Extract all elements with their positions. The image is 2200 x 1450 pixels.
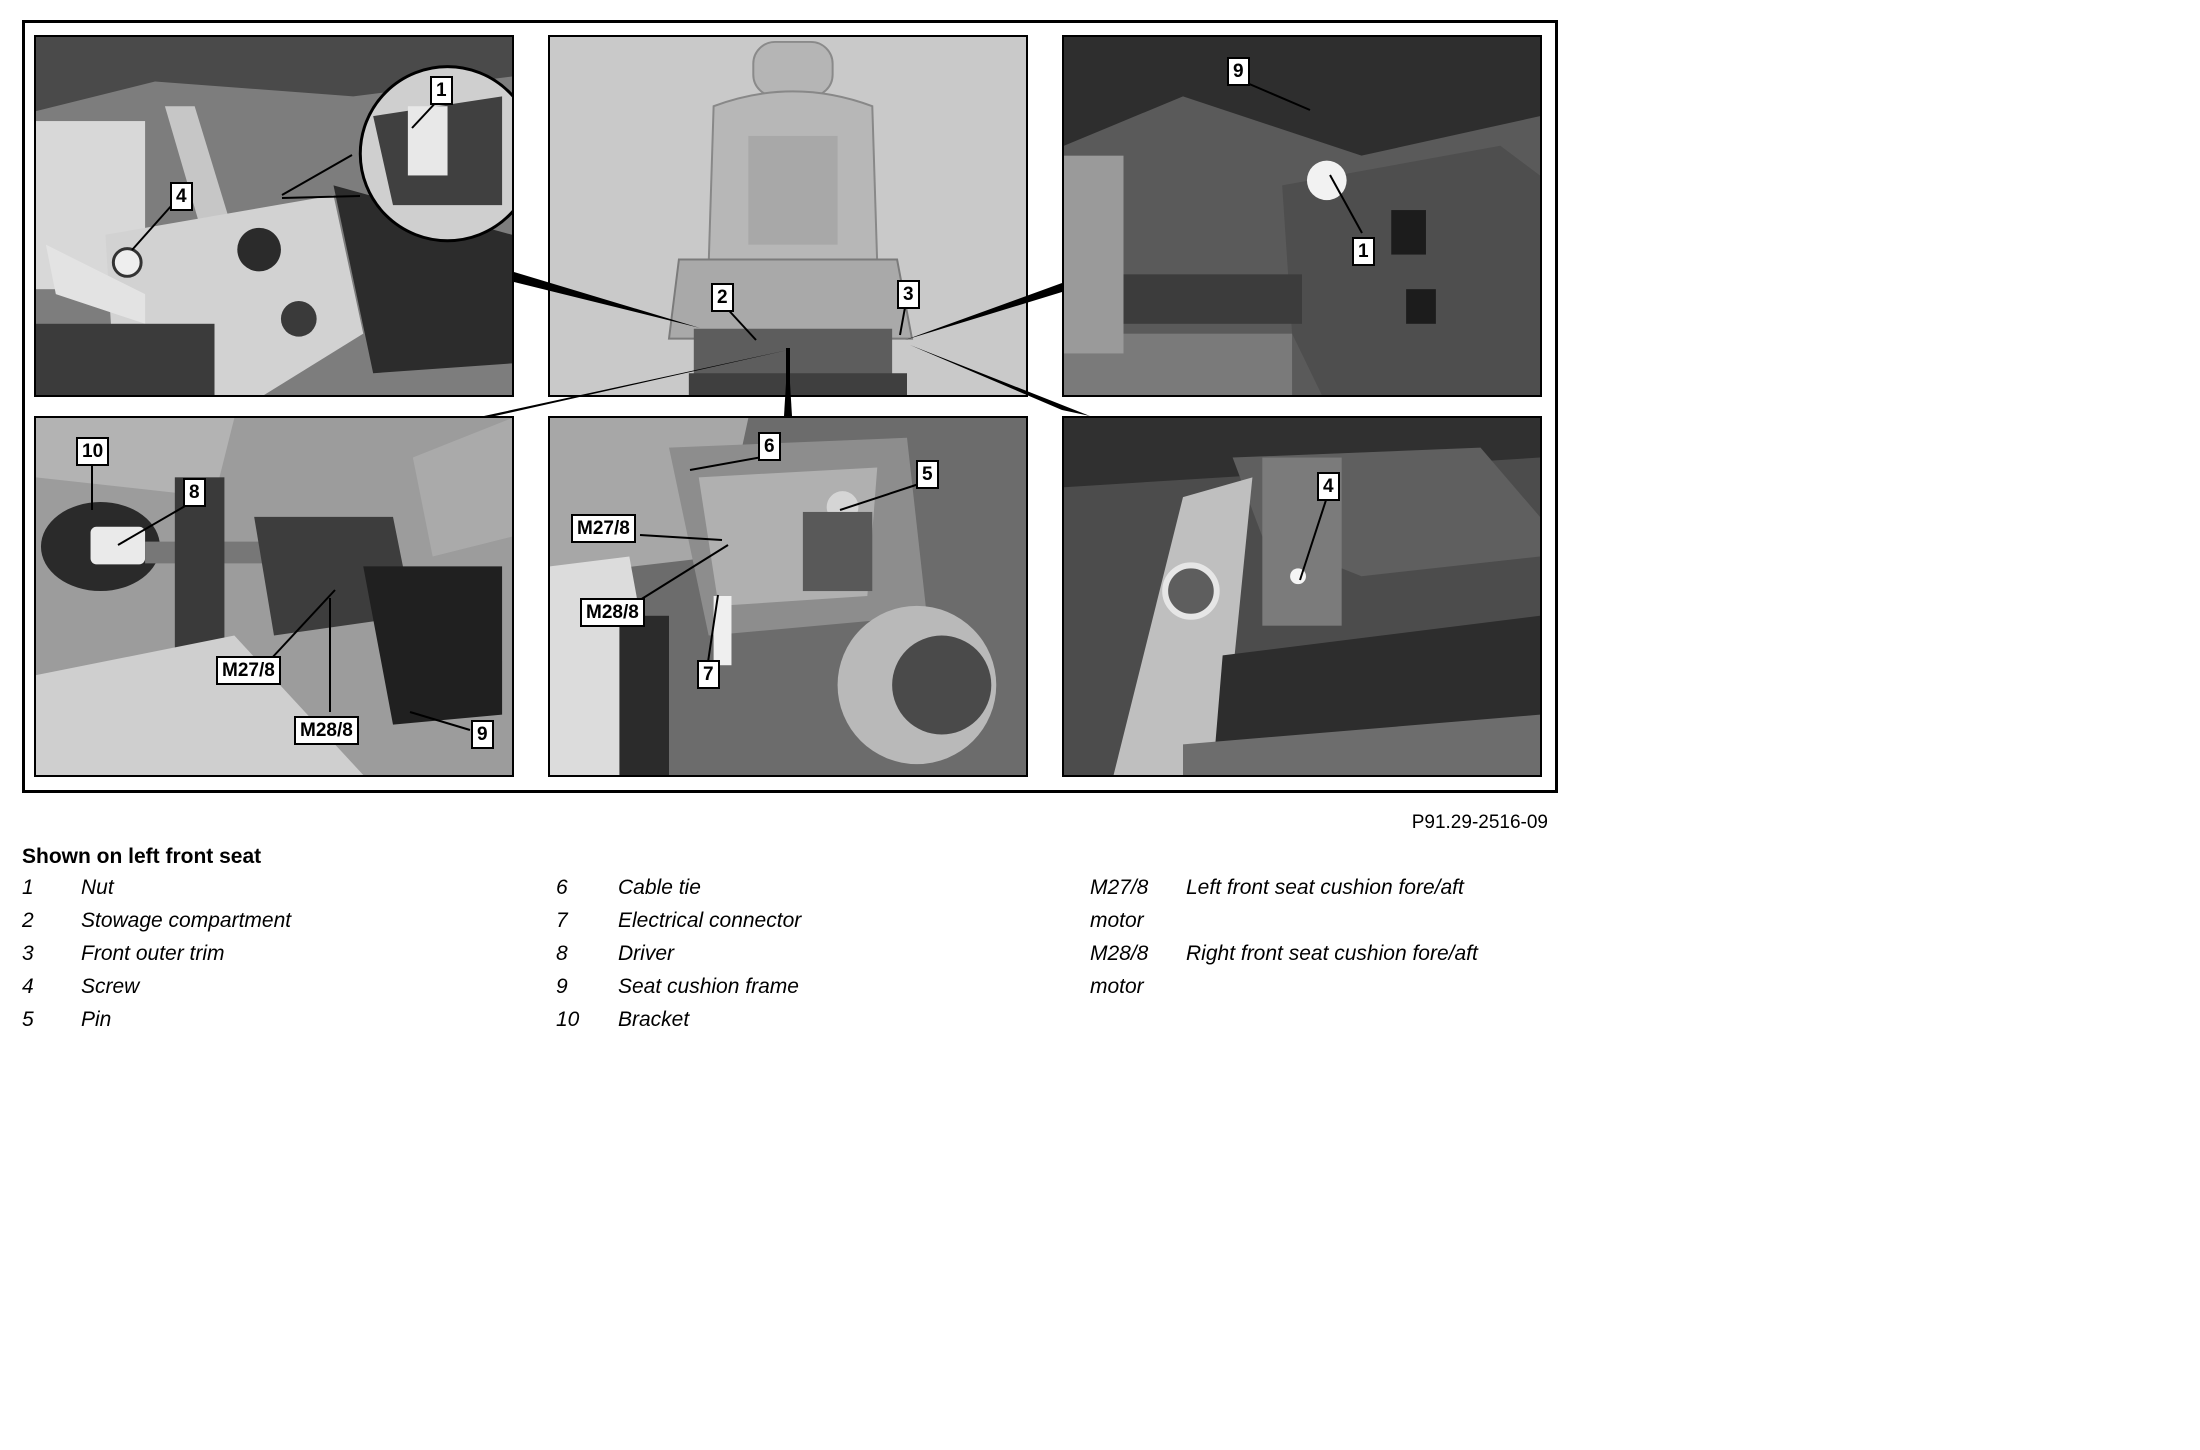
photo-motors-bottom-center — [548, 416, 1028, 777]
legend-column-2: 6 Cable tie 7 Electrical connector 8 Driver… — [556, 876, 1056, 1041]
callout-9-panel4: 9 — [471, 720, 494, 749]
legend-text: Nut — [81, 876, 114, 899]
legend-item-continuation: motor — [1090, 909, 1560, 942]
legend-number: 9 — [556, 975, 568, 998]
legend-text: Screw — [81, 975, 140, 998]
legend-item: 3 Front outer trim — [22, 942, 522, 975]
legend-text: Front outer trim — [81, 942, 225, 965]
callout-7-panel5: 7 — [697, 660, 720, 689]
legend-item: 4 Screw — [22, 975, 522, 1008]
callout-m28-8-panel5: M28/8 — [580, 598, 645, 627]
callout-10-panel4: 10 — [76, 437, 110, 466]
legend-number: M28/8 — [1090, 942, 1149, 965]
legend-text: Pin — [81, 1008, 112, 1031]
legend-item: 1 Nut — [22, 876, 522, 909]
callout-m28-8-panel4: M28/8 — [294, 716, 359, 745]
legend-text: Stowage compartment — [81, 909, 292, 932]
legend-number: 7 — [556, 909, 568, 932]
legend-number: 5 — [22, 1008, 34, 1031]
photo-seat-overview — [548, 35, 1028, 397]
legend-text: Driver — [618, 942, 674, 965]
legend-item: 8 Driver — [556, 942, 1056, 975]
legend-item: M28/8 Right front seat cushion fore/aft — [1090, 942, 1560, 975]
legend-item: 6 Cable tie — [556, 876, 1056, 909]
figure-reference-number: P91.29-2516-09 — [1411, 812, 1548, 833]
legend-text: Right front seat cushion fore/aft — [1186, 942, 1478, 965]
legend-number: 10 — [556, 1008, 580, 1031]
legend-item: 5 Pin — [22, 1008, 522, 1041]
legend-item: 7 Electrical connector — [556, 909, 1056, 942]
legend-item: 9 Seat cushion frame — [556, 975, 1056, 1008]
legend-text: Bracket — [618, 1008, 690, 1031]
legend-item: 2 Stowage compartment — [22, 909, 522, 942]
legend-column-1: 1 Nut 2 Stowage compartment 3 Front outer t… — [22, 876, 522, 1041]
legend-number: 1 — [22, 876, 34, 899]
callout-1-panel3: 1 — [1352, 237, 1375, 266]
photo-driver-bottom-left — [34, 416, 514, 777]
legend-text: Seat cushion frame — [618, 975, 799, 998]
legend-column-3: M27/8 Left front seat cushion fore/aft mo… — [1090, 876, 1560, 1008]
legend-number: 3 — [22, 942, 34, 965]
legend-text: motor — [1090, 975, 1144, 998]
callout-9-panel3: 9 — [1227, 57, 1250, 86]
callout-5-panel5: 5 — [916, 460, 939, 489]
photo-motor-bracket-top-left — [34, 35, 514, 397]
photo-screw-bottom-right — [1062, 416, 1542, 777]
legend-text: Cable tie — [618, 876, 701, 899]
legend-item: 10 Bracket — [556, 1008, 1056, 1041]
legend-text: Electrical connector — [618, 909, 802, 932]
legend-text: Left front seat cushion fore/aft — [1186, 876, 1464, 899]
callout-4-panel6: 4 — [1317, 472, 1340, 501]
legend-number: 8 — [556, 942, 568, 965]
legend-item: M27/8 Left front seat cushion fore/aft — [1090, 876, 1560, 909]
legend-item-continuation: motor — [1090, 975, 1560, 1008]
legend-number: 2 — [22, 909, 34, 932]
legend-number: 6 — [556, 876, 568, 899]
legend-heading: Shown on left front seat — [22, 845, 262, 868]
callout-4-panel1: 4 — [170, 182, 193, 211]
photo-nut-top-right — [1062, 35, 1542, 397]
legend-number: 4 — [22, 975, 34, 998]
callout-3-panel2: 3 — [897, 280, 920, 309]
callout-m27-8-panel4: M27/8 — [216, 656, 281, 685]
callout-m27-8-panel5: M27/8 — [571, 514, 636, 543]
callout-2-panel2: 2 — [711, 283, 734, 312]
legend-number: M27/8 — [1090, 876, 1149, 899]
callout-8-panel4: 8 — [183, 478, 206, 507]
callout-6-panel5: 6 — [758, 432, 781, 461]
callout-1-panel1: 1 — [430, 76, 453, 105]
legend-text: motor — [1090, 909, 1144, 932]
